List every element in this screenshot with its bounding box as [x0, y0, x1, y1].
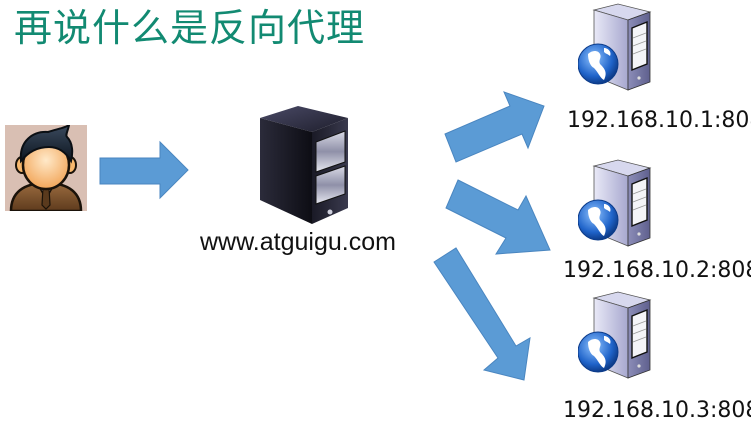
backend-server-3: [578, 290, 658, 382]
backend-server-2-address: 192.168.10.2:8080: [563, 258, 751, 283]
backend-server-3-address: 192.168.10.3:8080: [563, 398, 751, 423]
page-title: 再说什么是反向代理: [14, 6, 366, 50]
right-arrow-icon: [99, 140, 189, 200]
proxy-domain-label: www.atguigu.com: [200, 228, 396, 256]
proxy-server: [248, 104, 358, 226]
down-right-arrow-icon: [433, 247, 531, 381]
backend-server-2: [578, 158, 658, 250]
arrow-client-to-proxy: [98, 140, 190, 200]
up-right-arrow-icon: [444, 91, 545, 163]
user-avatar-icon: [5, 125, 87, 211]
web-server-globe-icon: [578, 291, 652, 379]
backend-server-1-address: 192.168.10.1:8080: [567, 108, 751, 133]
web-server-globe-icon: [578, 159, 652, 247]
arrow-proxy-to-server-3: [432, 244, 542, 384]
down-right-arrow-icon: [445, 179, 551, 255]
backend-server-1: [578, 2, 658, 94]
arrow-proxy-to-server-2: [444, 178, 556, 256]
arrow-proxy-to-server-1: [440, 84, 550, 164]
black-server-tower-icon: [260, 106, 348, 224]
web-server-globe-icon: [578, 3, 652, 91]
client-user: [5, 125, 87, 211]
